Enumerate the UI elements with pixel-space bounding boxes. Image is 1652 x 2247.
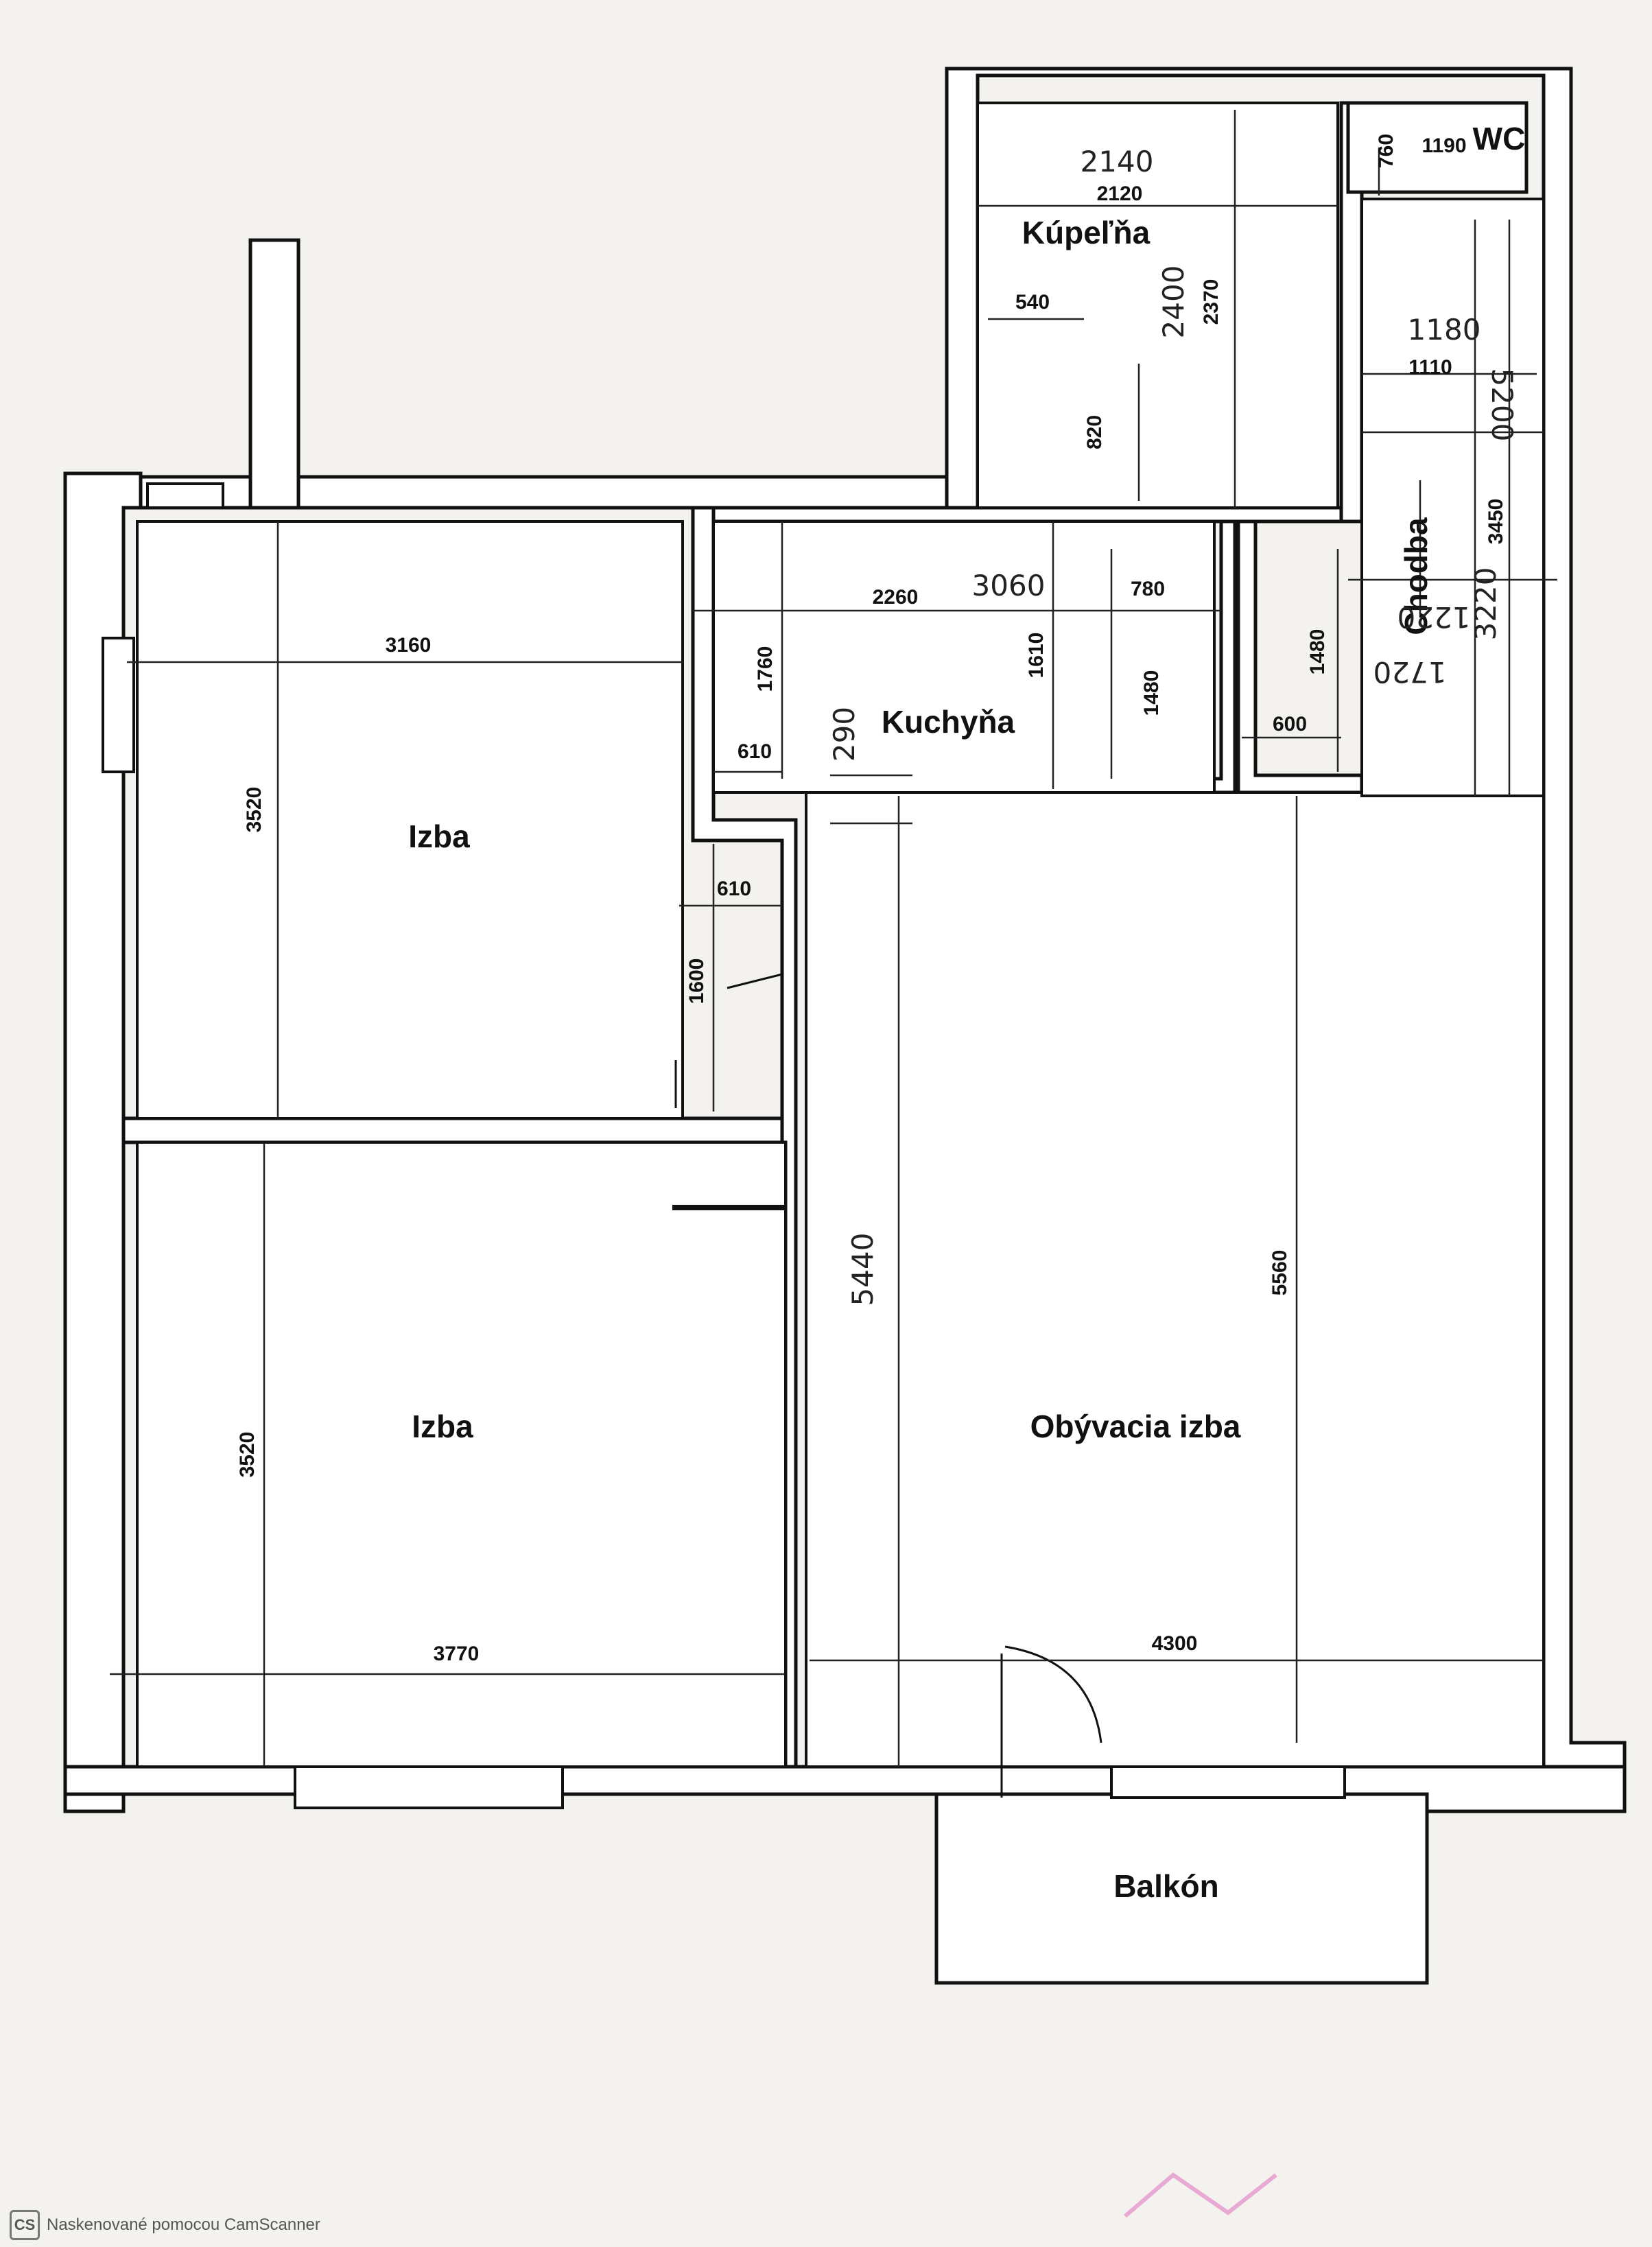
wc-box: [1346, 101, 1529, 194]
room-label-wc: WC: [1473, 121, 1526, 156]
room-izba-top: [136, 520, 684, 1120]
dim-540: 540: [1015, 291, 1050, 314]
dim-2260: 2260: [873, 586, 919, 609]
dim-2370: 2370: [1200, 279, 1223, 325]
room-label-kupelna: Kúpeľňa: [1022, 215, 1150, 250]
room-kuchyna: [712, 520, 1216, 794]
dim-610a: 610: [738, 740, 772, 763]
window-izba-bottom: [294, 1765, 564, 1809]
door-swing-storage: [727, 973, 783, 989]
balcony-door-swing: [1004, 1645, 1102, 1743]
window-obyvacia: [1110, 1765, 1346, 1799]
dim-1720: 1720: [1373, 655, 1447, 689]
dim-5560: 5560: [1268, 1250, 1291, 1296]
dim-1600: 1600: [685, 958, 708, 1004]
window-izba-top: [102, 637, 135, 773]
room-label-izba-bottom: Izba: [412, 1409, 473, 1444]
room-label-kuchyna: Kuchyňa: [882, 704, 1015, 740]
dim-2140: 2140: [1081, 145, 1154, 178]
dim-780: 780: [1131, 578, 1165, 600]
dim-1610: 1610: [1025, 633, 1048, 679]
scanner-watermark: [1124, 2172, 1277, 2218]
chimney: [248, 238, 300, 510]
dim-5200: 5200: [1485, 368, 1519, 442]
dim-3520-bottom: 3520: [236, 1432, 259, 1478]
dim-290: 290: [827, 707, 861, 762]
windows: [102, 482, 1346, 1809]
dim-600: 600: [1273, 713, 1307, 736]
room-chodba: [1360, 198, 1545, 797]
dimension-lines: [110, 110, 1557, 1767]
room-kupelna: [976, 102, 1339, 509]
dim-3770: 3770: [434, 1643, 480, 1665]
dim-1480b: 1480: [1306, 629, 1329, 675]
dim-4300: 4300: [1152, 1632, 1198, 1655]
inner-wall-bathroom: [711, 506, 1357, 523]
dim-820: 820: [1083, 415, 1106, 449]
camscanner-logo: CS: [10, 2210, 40, 2240]
room-interiors: [136, 102, 1545, 1768]
dim-3450: 3450: [1485, 499, 1507, 545]
dim-3220: 3220: [1469, 567, 1502, 641]
room-label-obyvacia: Obývacia izba: [1030, 1409, 1241, 1444]
dim-3520-top: 3520: [243, 787, 266, 833]
room-izba-bottom: [136, 1141, 787, 1768]
outer-wall-left: [63, 471, 143, 1813]
dim-2400: 2400: [1157, 266, 1190, 339]
dim-760: 760: [1375, 134, 1397, 168]
dim-2120: 2120: [1097, 183, 1143, 205]
room-label-chodba: Chodba: [1398, 517, 1434, 635]
dim-3160: 3160: [386, 634, 432, 657]
dim-1190: 1190: [1421, 134, 1466, 157]
inner-wall-chodba-stub: [1236, 519, 1364, 795]
dim-5440: 5440: [846, 1233, 880, 1306]
dim-1110: 1110: [1408, 356, 1452, 379]
room-obyvacia: [805, 791, 1545, 1768]
vent-top-left: [146, 482, 224, 509]
doors: [672, 973, 1102, 1798]
inner-wall-izba-divider: [121, 1116, 798, 1144]
scanner-footer: CS Naskenované pomocou CamScanner: [10, 2210, 320, 2240]
scanner-footer-text: Naskenované pomocou CamScanner: [47, 2215, 320, 2234]
room-labels: Kúpeľňa WC Chodba Kuchyňa Izba Izba Obýv…: [408, 121, 1525, 1904]
dim-1760: 1760: [754, 646, 777, 692]
room-label-izba-top: Izba: [408, 819, 470, 854]
dim-1220: 1220: [1397, 600, 1471, 634]
room-label-balkon: Balkón: [1113, 1868, 1218, 1904]
dim-1480a: 1480: [1140, 670, 1163, 716]
dim-3060: 3060: [972, 569, 1046, 602]
dim-610b: 610: [717, 878, 751, 900]
dim-1180: 1180: [1408, 313, 1481, 346]
dimension-labels: 2140 2120 2400 2370 540 820 760 1190 118…: [236, 134, 1519, 1665]
